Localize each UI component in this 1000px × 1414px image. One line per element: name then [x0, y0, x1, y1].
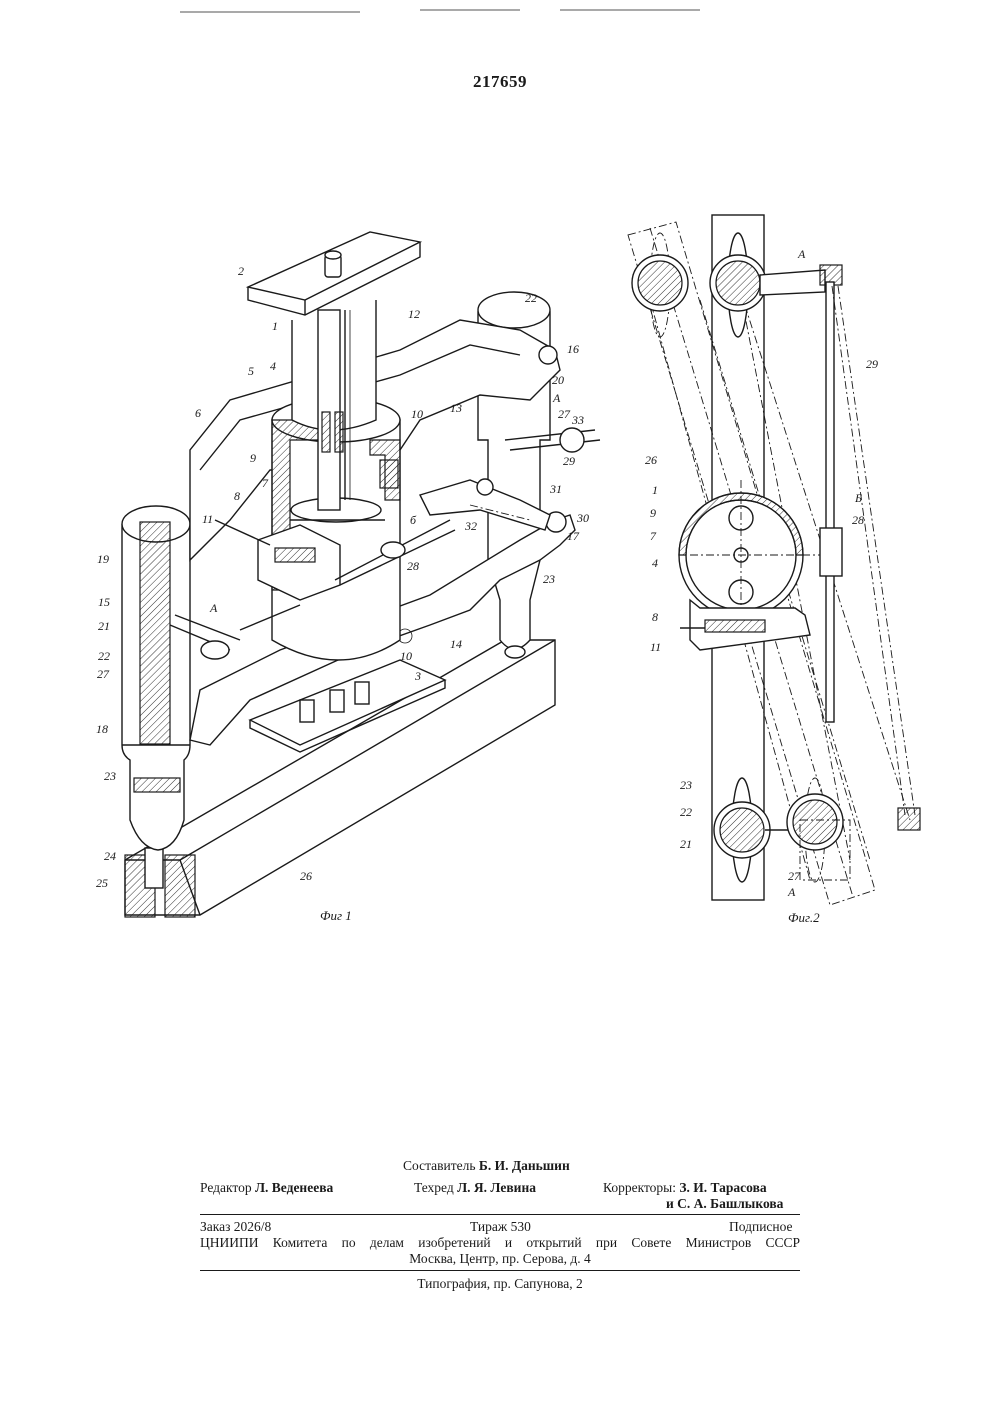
label: 32 [464, 519, 477, 533]
label: 29 [866, 357, 878, 371]
subscription: Подписное [729, 1219, 793, 1235]
figure-1-drawing [122, 232, 600, 917]
label: 20 [552, 373, 564, 387]
label: А [552, 391, 561, 405]
label: 23 [104, 769, 116, 783]
figure-1-caption: Фиг 1 [320, 908, 352, 923]
techred-label: Техред [414, 1180, 454, 1195]
label: 30 [576, 511, 589, 525]
label: 33 [571, 413, 584, 427]
label: 28 [407, 559, 419, 573]
label: 12 [408, 307, 420, 321]
label: 23 [543, 572, 555, 586]
label: 26 [645, 453, 657, 467]
label: 7 [262, 476, 269, 490]
label: 11 [650, 640, 661, 654]
correctors-name-2: и С. А. Башлыкова [666, 1196, 783, 1212]
label: 10 [411, 407, 423, 421]
label: 21 [680, 837, 692, 851]
label: 8 [234, 489, 240, 503]
editor-label: Редактор [200, 1180, 252, 1195]
label: 24 [104, 849, 116, 863]
label: 4 [652, 556, 658, 570]
figure-2-drawing [628, 215, 920, 905]
label: А [797, 247, 806, 261]
printer-line: Типография, пр. Сапунова, 2 [0, 1276, 1000, 1292]
label: 21 [98, 619, 110, 633]
org-line: ЦНИИПИ Комитета по делам изобретений и о… [200, 1235, 800, 1251]
techred-line: Техред Л. Я. Левина [414, 1180, 536, 1196]
label: 22 [680, 805, 692, 819]
figure-2-caption: Фиг.2 [788, 910, 820, 925]
label: 15 [98, 595, 110, 609]
label: 27 [788, 869, 801, 883]
label: 27 [558, 407, 571, 421]
label: 9 [250, 451, 256, 465]
label: 22 [98, 649, 110, 663]
label: А [209, 601, 218, 615]
page-edge-marks [180, 10, 700, 12]
label: 25 [96, 876, 108, 890]
label: 7 [650, 529, 657, 543]
label: 19 [97, 552, 109, 566]
editor-line: Редактор Л. Веденеева [200, 1180, 333, 1196]
label: б [410, 513, 417, 527]
label: 29 [563, 454, 575, 468]
label: 10 [400, 649, 412, 663]
label: 1 [652, 483, 658, 497]
label: 5 [248, 364, 254, 378]
label: 22 [525, 291, 537, 305]
label: 1 [272, 319, 278, 333]
label: А [787, 885, 796, 899]
correctors-line: Корректоры: З. И. Тарасова [603, 1180, 767, 1196]
label: 11 [202, 512, 213, 526]
label: 6 [195, 406, 201, 420]
divider [200, 1270, 800, 1271]
correctors-name-1: З. И. Тарасова [679, 1180, 766, 1195]
compiler-name: Б. И. Даньшин [479, 1158, 570, 1173]
techred-name: Л. Я. Левина [457, 1180, 536, 1195]
label: 18 [96, 722, 108, 736]
editor-name: Л. Веденеева [255, 1180, 333, 1195]
order-number: Заказ 2026/8 [200, 1219, 271, 1235]
label: 17 [567, 529, 580, 543]
divider [200, 1214, 800, 1215]
address-line: Москва, Центр, пр. Серова, д. 4 [0, 1251, 1000, 1267]
label: 3 [414, 669, 421, 683]
compiler-line: Составитель Б. И. Даньшин [403, 1158, 570, 1174]
label: 8 [652, 610, 658, 624]
label: Б [854, 491, 862, 505]
label: 4 [270, 359, 276, 373]
label: 26 [300, 869, 312, 883]
label: 9 [650, 506, 656, 520]
label: 16 [567, 342, 579, 356]
label: 2 [238, 264, 244, 278]
compiler-label: Составитель [403, 1158, 476, 1173]
circulation: Тираж 530 [470, 1219, 531, 1235]
label: 27 [97, 667, 110, 681]
label: 28 [852, 513, 864, 527]
label: 13 [450, 401, 462, 415]
correctors-label: Корректоры: [603, 1180, 676, 1195]
label: 23 [680, 778, 692, 792]
label: 31 [549, 482, 562, 496]
label: 14 [450, 637, 462, 651]
